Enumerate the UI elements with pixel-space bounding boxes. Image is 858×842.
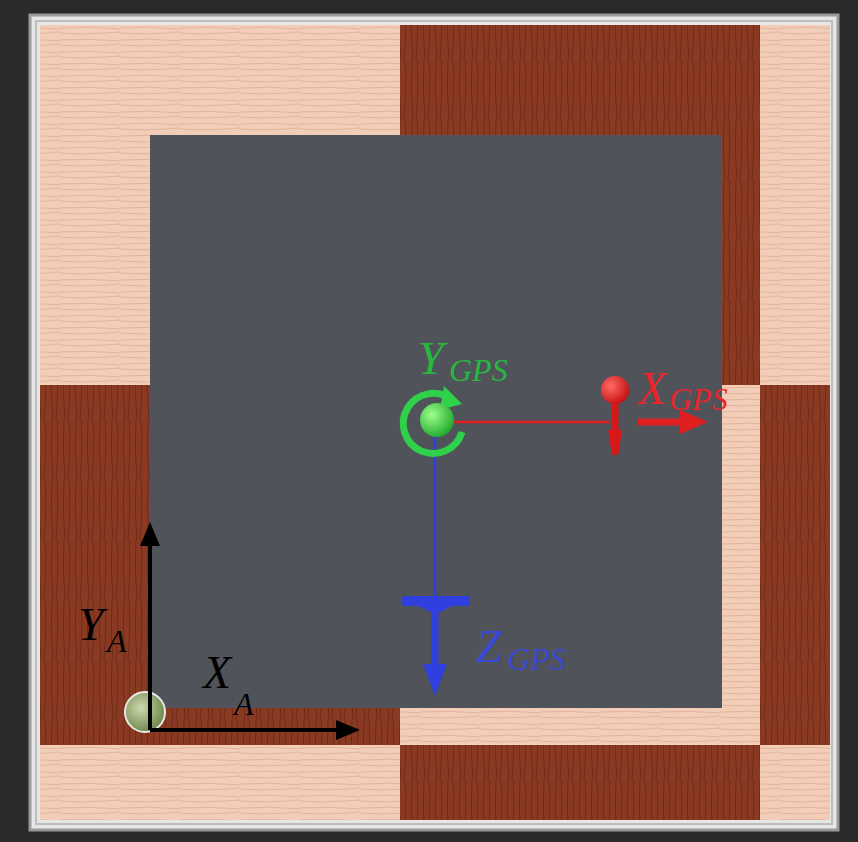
axis-letter: Y	[78, 602, 104, 648]
gray-mat	[150, 135, 722, 708]
frame-a-axes	[140, 522, 360, 740]
axis-subscript: A	[234, 688, 254, 720]
axis-letter: Y	[418, 336, 444, 382]
axis-subscript: GPS	[669, 383, 728, 415]
arena-wall	[30, 15, 838, 830]
gps-frame	[402, 376, 708, 696]
axis-letter: X	[638, 366, 666, 412]
axis-subscript: A	[107, 625, 127, 657]
axis-subscript: GPS	[507, 643, 566, 675]
robot	[125, 692, 165, 732]
axis-subscript: GPS	[449, 354, 508, 386]
axis-letter: Z	[476, 624, 502, 670]
checker-floor	[40, 25, 830, 820]
arena-wall-inner	[36, 21, 832, 824]
axis-letter: X	[203, 650, 231, 696]
